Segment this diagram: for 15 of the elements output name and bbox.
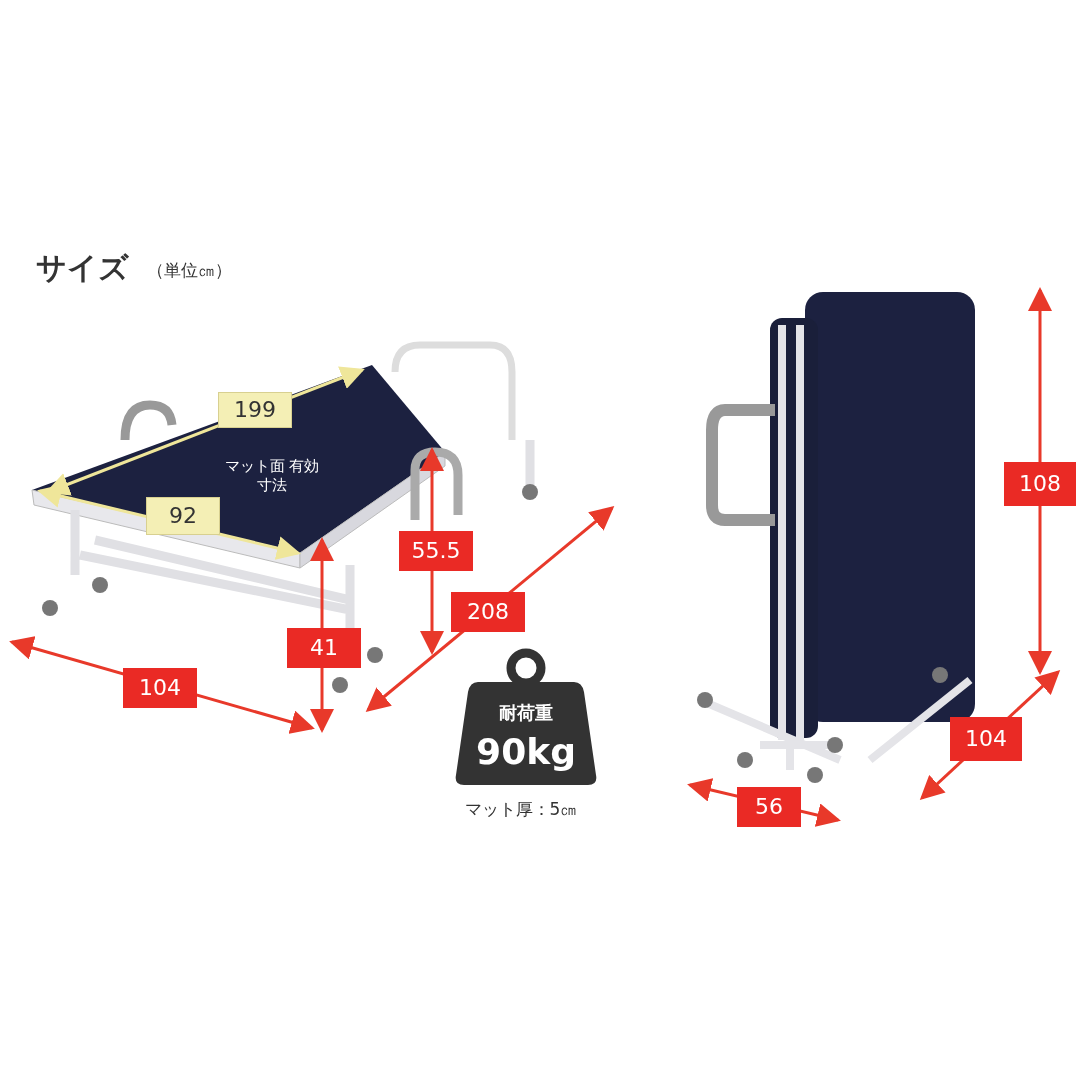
dimension-label: 208 [451, 592, 525, 632]
mat-thickness-note: マット厚：5㎝ [463, 798, 579, 822]
mat-area-note: マット面 有効寸法 [223, 456, 321, 496]
load-capacity-label: 耐荷重 [498, 700, 554, 725]
dimension-label: 108 [1004, 462, 1076, 506]
dimension-label: 92 [146, 497, 220, 535]
dimension-label: 104 [123, 668, 197, 708]
dimension-label: 104 [950, 717, 1022, 761]
dimension-label: 41 [287, 628, 361, 668]
title: サイズ [36, 249, 130, 288]
dimension-label: 55.5 [399, 531, 473, 571]
unit-note: （単位㎝） [145, 259, 233, 283]
dimension-label: 199 [218, 392, 292, 428]
load-capacity-value: 90kg [475, 729, 577, 774]
dimension-label: 56 [737, 787, 801, 827]
